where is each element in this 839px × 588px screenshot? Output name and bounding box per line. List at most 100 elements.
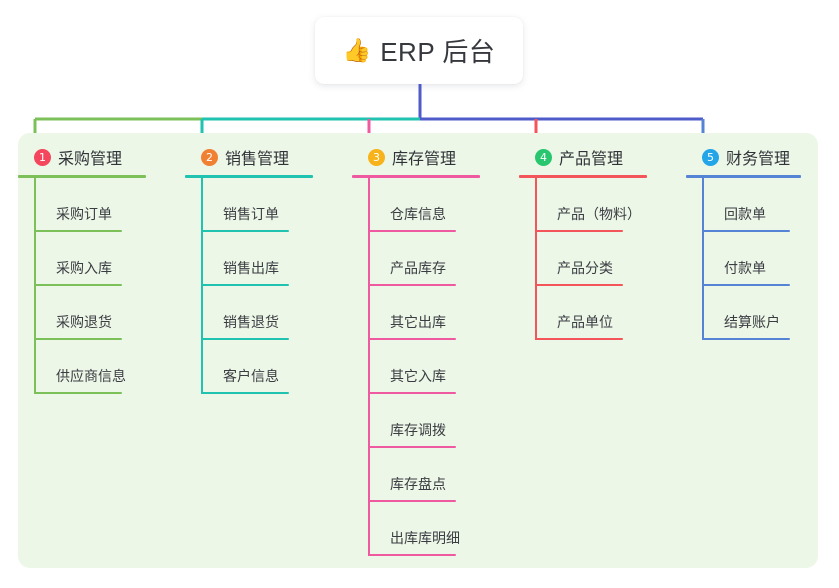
thumbs-up-icon: 👍: [342, 37, 372, 63]
leaf-node[interactable]: 采购订单: [34, 178, 146, 232]
branch-title: 财务管理: [726, 151, 791, 168]
leaf-node-rule: [34, 392, 122, 394]
leaf-node[interactable]: 仓库信息: [368, 178, 480, 232]
leaf-node-label: 采购入库: [56, 260, 112, 276]
branch-stem-line: [34, 178, 36, 394]
leaf-node[interactable]: 产品库存: [368, 232, 480, 286]
leaf-node-label: 供应商信息: [56, 368, 126, 384]
branch-leaf-list: 销售订单销售出库销售退货客户信息: [201, 178, 313, 394]
branch-title: 采购管理: [58, 151, 123, 168]
branch-header-rule: [686, 175, 801, 178]
leaf-node-label: 其它出库: [390, 314, 446, 330]
leaf-node-label: 其它入库: [390, 368, 446, 384]
leaf-node[interactable]: 产品分类: [535, 232, 647, 286]
branch-stem-line: [535, 178, 537, 340]
leaf-node-label: 采购订单: [56, 206, 112, 222]
branch-column-4: 4 产品管理产品（物料） 产品分类产品单位: [519, 144, 647, 340]
leaf-node[interactable]: 产品单位: [535, 286, 647, 340]
branch-badge-number: 4: [535, 148, 552, 166]
branch-stem-line: [702, 178, 704, 340]
leaf-node[interactable]: 销售出库: [201, 232, 313, 286]
leaf-node[interactable]: 采购入库: [34, 232, 146, 286]
leaf-node[interactable]: 付款单: [702, 232, 801, 286]
branch-header-5[interactable]: 5 财务管理: [686, 144, 801, 170]
branch-title: 产品管理: [559, 151, 624, 168]
leaf-node-rule: [535, 338, 623, 340]
leaf-node-rule: [368, 230, 456, 232]
leaf-node-label: 产品单位: [557, 314, 613, 330]
branches-panel: [18, 133, 818, 568]
leaf-node-label: 库存盘点: [390, 476, 446, 492]
leaf-node-label: 产品（物料）: [557, 206, 641, 222]
leaf-node-rule: [702, 284, 790, 286]
branch-stem-line: [201, 178, 203, 394]
leaf-node-label: 出库库明细: [390, 530, 460, 546]
branch-badge-number: 1: [34, 148, 51, 166]
branch-header-rule: [18, 175, 146, 178]
branch-stem-line: [368, 178, 370, 556]
leaf-node[interactable]: 出库库明细: [368, 502, 480, 556]
branch-header-rule: [185, 175, 313, 178]
leaf-node[interactable]: 销售退货: [201, 286, 313, 340]
leaf-node[interactable]: 回款单: [702, 178, 801, 232]
leaf-node-label: 产品库存: [390, 260, 446, 276]
branch-leaf-list: 仓库信息产品库存其它出库其它入库库存调拨库存盘点出库库明细: [368, 178, 480, 556]
branch-header-rule: [352, 175, 480, 178]
leaf-node[interactable]: 供应商信息: [34, 340, 146, 394]
leaf-node-rule: [535, 284, 623, 286]
leaf-node-rule: [368, 500, 456, 502]
leaf-node[interactable]: 采购退货: [34, 286, 146, 340]
leaf-node-rule: [368, 554, 456, 556]
leaf-node-rule: [702, 338, 790, 340]
leaf-node[interactable]: 结算账户: [702, 286, 801, 340]
branch-title: 库存管理: [392, 151, 457, 168]
leaf-node-rule: [201, 284, 289, 286]
leaf-node-label: 结算账户: [724, 314, 780, 330]
branch-header-2[interactable]: 2 销售管理: [185, 144, 313, 170]
leaf-node[interactable]: 产品（物料）: [535, 178, 647, 232]
leaf-node-label: 采购退货: [56, 314, 112, 330]
branch-header-1[interactable]: 1 采购管理: [18, 144, 146, 170]
leaf-node[interactable]: 销售订单: [201, 178, 313, 232]
root-node-title: ERP 后台: [380, 37, 496, 67]
branch-column-3: 3 库存管理仓库信息产品库存其它出库其它入库库存调拨库存盘点出库库明细: [352, 144, 480, 556]
leaf-node-label: 客户信息: [223, 368, 279, 384]
leaf-node-label: 产品分类: [557, 260, 613, 276]
leaf-node-rule: [201, 338, 289, 340]
leaf-node-label: 销售出库: [223, 260, 279, 276]
branch-column-1: 1 采购管理采购订单采购入库采购退货供应商信息: [18, 144, 146, 394]
branch-leaf-list: 采购订单采购入库采购退货供应商信息: [34, 178, 146, 394]
branch-header-rule: [519, 175, 647, 178]
leaf-node-rule: [368, 446, 456, 448]
leaf-node[interactable]: 其它入库: [368, 340, 480, 394]
leaf-node-label: 付款单: [724, 260, 766, 276]
branch-badge-number: 5: [702, 148, 719, 166]
leaf-node[interactable]: 其它出库: [368, 286, 480, 340]
branch-leaf-list: 产品（物料） 产品分类产品单位: [535, 178, 647, 340]
leaf-node[interactable]: 库存盘点: [368, 448, 480, 502]
leaf-node-rule: [368, 284, 456, 286]
leaf-node-label: 仓库信息: [390, 206, 446, 222]
leaf-node-label: 回款单: [724, 206, 766, 222]
branch-column-2: 2 销售管理销售订单销售出库销售退货客户信息: [185, 144, 313, 394]
leaf-node-rule: [368, 338, 456, 340]
leaf-node-label: 销售订单: [223, 206, 279, 222]
branch-header-4[interactable]: 4 产品管理: [519, 144, 647, 170]
leaf-node[interactable]: 库存调拨: [368, 394, 480, 448]
branch-title: 销售管理: [225, 151, 290, 168]
leaf-node-rule: [535, 230, 623, 232]
leaf-node-label: 库存调拨: [390, 422, 446, 438]
leaf-node[interactable]: 客户信息: [201, 340, 313, 394]
branch-leaf-list: 回款单付款单结算账户: [702, 178, 801, 340]
leaf-node-rule: [201, 392, 289, 394]
leaf-node-rule: [201, 230, 289, 232]
root-node-card[interactable]: 👍 ERP 后台: [315, 17, 523, 84]
branch-badge-number: 2: [201, 148, 218, 166]
leaf-node-rule: [34, 338, 122, 340]
branch-badge-number: 3: [368, 148, 385, 166]
branch-header-3[interactable]: 3 库存管理: [352, 144, 480, 170]
leaf-node-rule: [368, 392, 456, 394]
leaf-node-rule: [34, 284, 122, 286]
branch-column-5: 5 财务管理回款单付款单结算账户: [686, 144, 801, 340]
leaf-node-rule: [34, 230, 122, 232]
